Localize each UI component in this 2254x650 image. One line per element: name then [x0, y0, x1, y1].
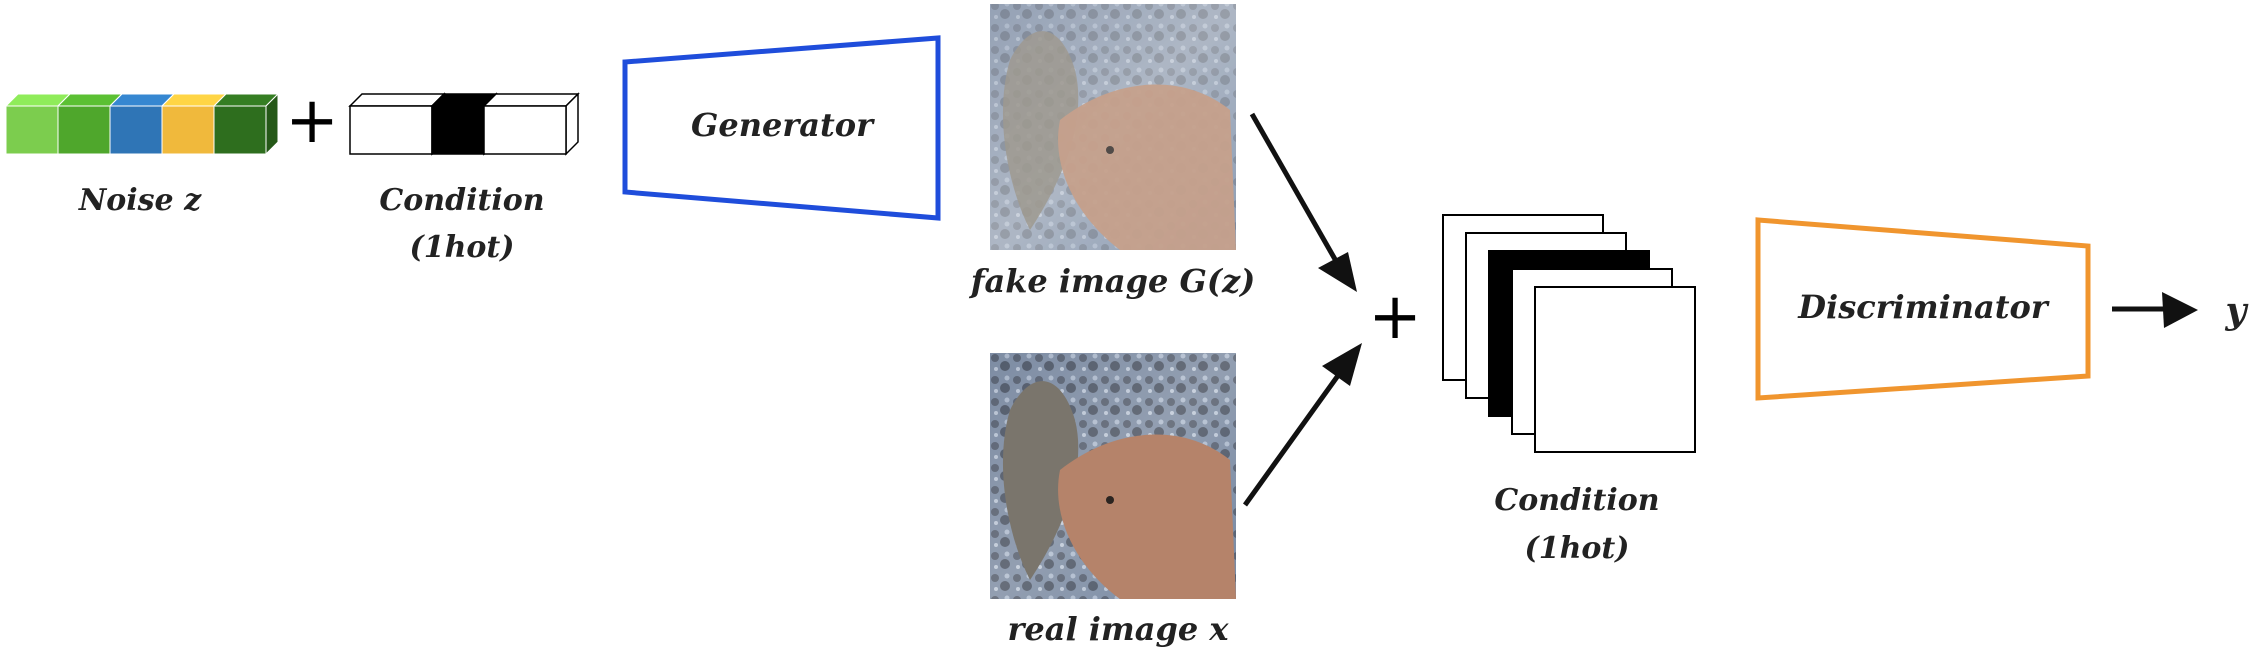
discriminator-block: Discriminator	[1755, 217, 2091, 401]
condition-input-label-line2: (1hot)	[410, 230, 515, 265]
condition-vector: Condition (1hot)	[348, 92, 580, 265]
output-label: y	[2225, 290, 2249, 332]
condition-stack: Condition (1hot)	[1442, 214, 1696, 566]
fake-image: fake image G(z)	[969, 4, 1256, 300]
condition-stack-label-line2: (1hot)	[1525, 531, 1630, 566]
arrow-to-output	[2112, 292, 2198, 328]
noise-vector: Noise z	[4, 92, 280, 218]
generator-block: Generator	[622, 35, 941, 221]
fake-image-label: fake image G(z)	[969, 262, 1256, 300]
noise-block	[212, 92, 280, 156]
condition-input-label-line1: Condition	[379, 183, 544, 218]
plus-sign-input: +	[285, 84, 339, 158]
plus-sign-combiner: +	[1368, 280, 1422, 354]
condition-stack-label-line1: Condition	[1494, 483, 1659, 518]
discriminator-label: Discriminator	[1797, 288, 2050, 326]
condition-slot	[348, 92, 446, 156]
condition-plane	[1534, 286, 1696, 453]
real-image-label: real image x	[1008, 610, 1230, 648]
noise-label: Noise z	[78, 183, 202, 218]
condition-slot	[482, 92, 580, 156]
real-image: real image x	[990, 353, 1236, 648]
arrow-real-to-combiner	[1242, 343, 1362, 507]
arrow-fake-to-combiner	[1249, 112, 1357, 292]
generator-label: Generator	[691, 106, 875, 144]
